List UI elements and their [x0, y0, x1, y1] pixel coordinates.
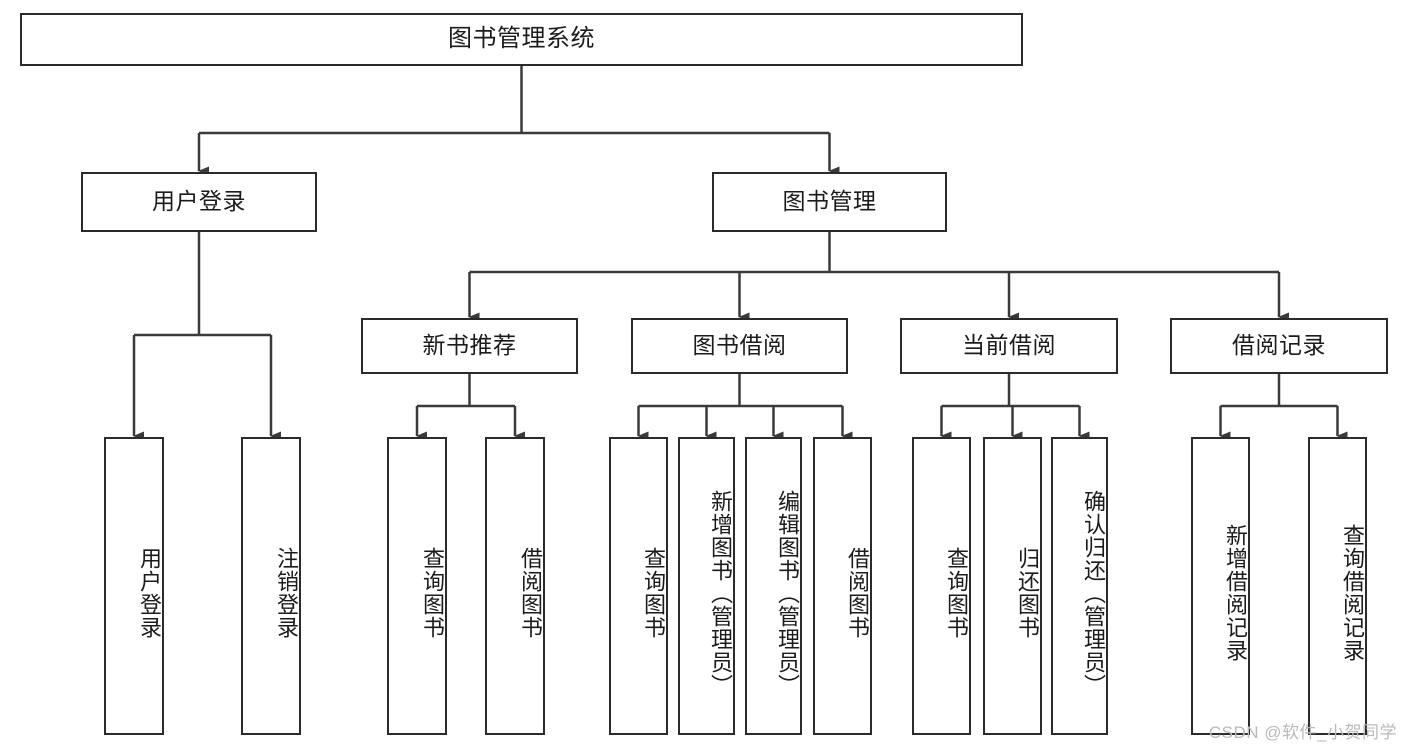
node-l13[interactable]: 查询借阅记录 — [1308, 437, 1367, 735]
node-l5[interactable]: 查询图书 — [609, 437, 668, 735]
node-l2[interactable]: 注销登录 — [241, 437, 301, 735]
node-l1[interactable]: 用户登录 — [104, 437, 164, 735]
node-label: 新增借阅记录 — [1223, 524, 1248, 662]
node-root[interactable]: 图书管理系统 — [20, 13, 1023, 66]
node-borrow[interactable]: 图书借阅 — [631, 318, 848, 374]
node-label: 借阅记录 — [1232, 332, 1326, 359]
node-bookmgmt[interactable]: 图书管理 — [712, 172, 947, 232]
node-label: 用户登录 — [152, 188, 246, 215]
node-label: 借阅图书 — [518, 547, 543, 639]
node-label: 编辑图书（管理员） — [775, 489, 800, 697]
node-l3[interactable]: 查询图书 — [387, 437, 447, 735]
node-l9[interactable]: 查询图书 — [912, 437, 971, 735]
node-label: 借阅图书 — [845, 547, 870, 639]
node-label: 查询借阅记录 — [1340, 524, 1365, 662]
watermark-text: CSDN @软件_小贺同学 — [1208, 723, 1397, 742]
node-label: 图书管理系统 — [448, 25, 595, 53]
node-label: 新增图书（管理员） — [708, 489, 733, 697]
node-l11[interactable]: 确认归还（管理员） — [1051, 437, 1108, 735]
node-l4[interactable]: 借阅图书 — [485, 437, 545, 735]
node-label: 查询图书 — [420, 547, 445, 639]
node-label: 当前借阅 — [962, 332, 1056, 359]
node-newbook[interactable]: 新书推荐 — [361, 318, 578, 374]
edge-group — [132, 66, 1348, 441]
node-label: 查询图书 — [944, 547, 969, 639]
node-label: 确认归还（管理员） — [1081, 489, 1106, 697]
node-label: 注销登录 — [274, 547, 299, 639]
node-label: 新书推荐 — [422, 332, 517, 359]
node-current[interactable]: 当前借阅 — [900, 318, 1118, 374]
node-login[interactable]: 用户登录 — [81, 172, 317, 232]
node-record[interactable]: 借阅记录 — [1170, 318, 1388, 374]
node-l7[interactable]: 编辑图书（管理员） — [745, 437, 802, 735]
node-label: 用户登录 — [137, 547, 162, 639]
node-l8[interactable]: 借阅图书 — [813, 437, 872, 735]
node-label: 归还图书 — [1015, 547, 1040, 639]
node-label: 图书管理 — [782, 188, 877, 215]
node-l6[interactable]: 新增图书（管理员） — [678, 437, 735, 735]
node-l10[interactable]: 归还图书 — [983, 437, 1042, 735]
node-l12[interactable]: 新增借阅记录 — [1191, 437, 1250, 735]
node-label: 查询图书 — [641, 547, 666, 639]
node-label: 图书借阅 — [692, 332, 787, 359]
